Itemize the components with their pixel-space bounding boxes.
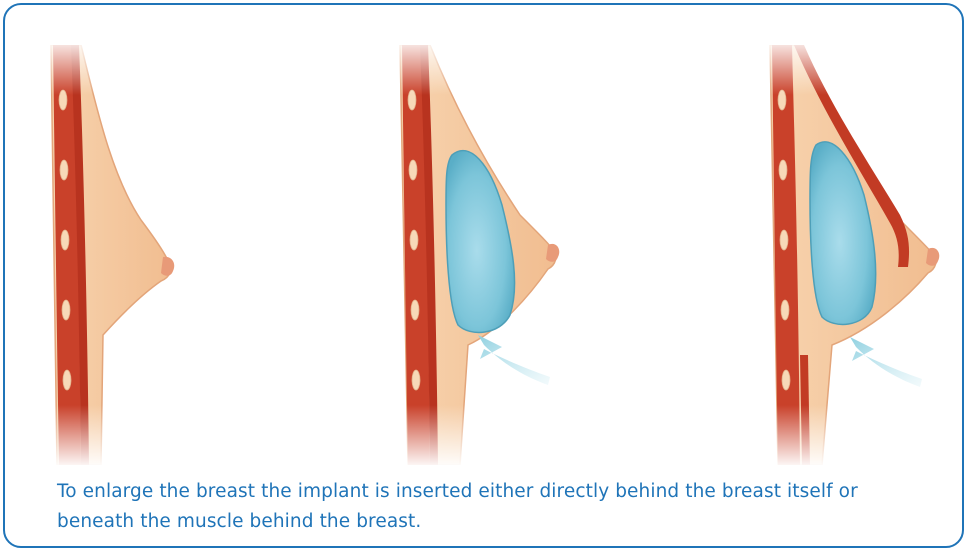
nipple	[161, 257, 174, 276]
subglandular-illustration	[390, 45, 590, 465]
panel-subglandular-implant	[390, 45, 590, 465]
incision-arrow	[478, 335, 550, 385]
natural-breast-illustration	[41, 45, 241, 465]
panel-natural-breast	[41, 45, 241, 465]
caption: To enlarge the breast the implant is ins…	[57, 477, 937, 537]
nipple	[926, 248, 939, 266]
implant	[446, 151, 515, 333]
figure-frame: To enlarge the breast the implant is ins…	[3, 3, 964, 548]
incision-arrow	[850, 337, 922, 387]
illustrations	[5, 5, 964, 475]
nipple	[546, 244, 559, 262]
panel-submuscular-implant	[760, 45, 960, 465]
submuscular-illustration	[760, 45, 960, 465]
